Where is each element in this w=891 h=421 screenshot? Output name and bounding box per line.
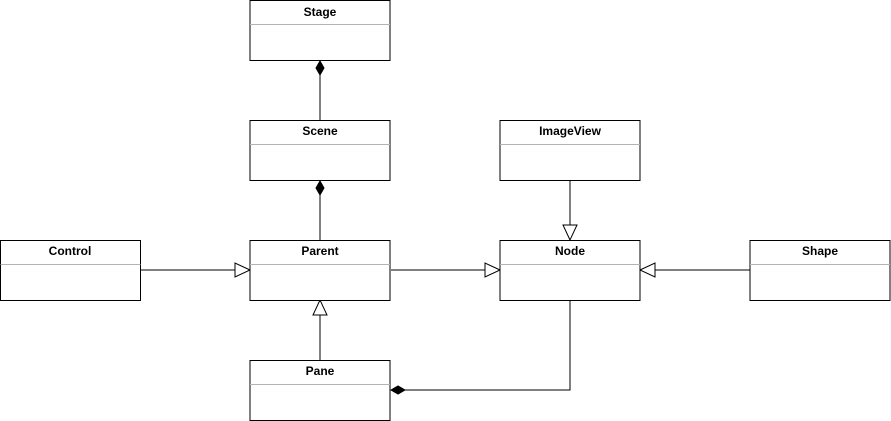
class-box-node[interactable]: Node (499, 240, 641, 301)
generalization-arrow-icon (234, 262, 252, 278)
generalization-arrow-icon (484, 262, 502, 278)
class-name: Pane (306, 364, 335, 378)
class-name: Stage (304, 5, 337, 19)
class-name: Shape (802, 244, 838, 258)
class-name: Scene (302, 124, 338, 138)
connector-node-pane[interactable] (402, 300, 571, 391)
class-box-imageview[interactable]: ImageView (499, 120, 641, 181)
class-name: ImageView (539, 124, 601, 138)
class-name: Parent (301, 244, 338, 258)
composition-diamond-icon (389, 385, 407, 395)
class-name: Node (555, 244, 585, 258)
class-box-control[interactable]: Control (0, 240, 141, 301)
class-box-shape[interactable]: Shape (749, 240, 891, 301)
class-box-pane[interactable]: Pane (249, 360, 391, 421)
class-box-stage[interactable]: Stage (249, 0, 391, 61)
generalization-arrow-icon (312, 298, 328, 316)
generalization-arrow-icon (638, 262, 656, 278)
arrowheads (234, 59, 656, 395)
composition-diamond-icon (315, 59, 325, 77)
composition-diamond-icon (315, 179, 325, 197)
class-box-parent[interactable]: Parent (249, 240, 391, 301)
class-name: Control (49, 244, 92, 258)
connectors (141, 62, 750, 391)
generalization-arrow-icon (562, 224, 578, 242)
class-box-scene[interactable]: Scene (249, 120, 391, 181)
